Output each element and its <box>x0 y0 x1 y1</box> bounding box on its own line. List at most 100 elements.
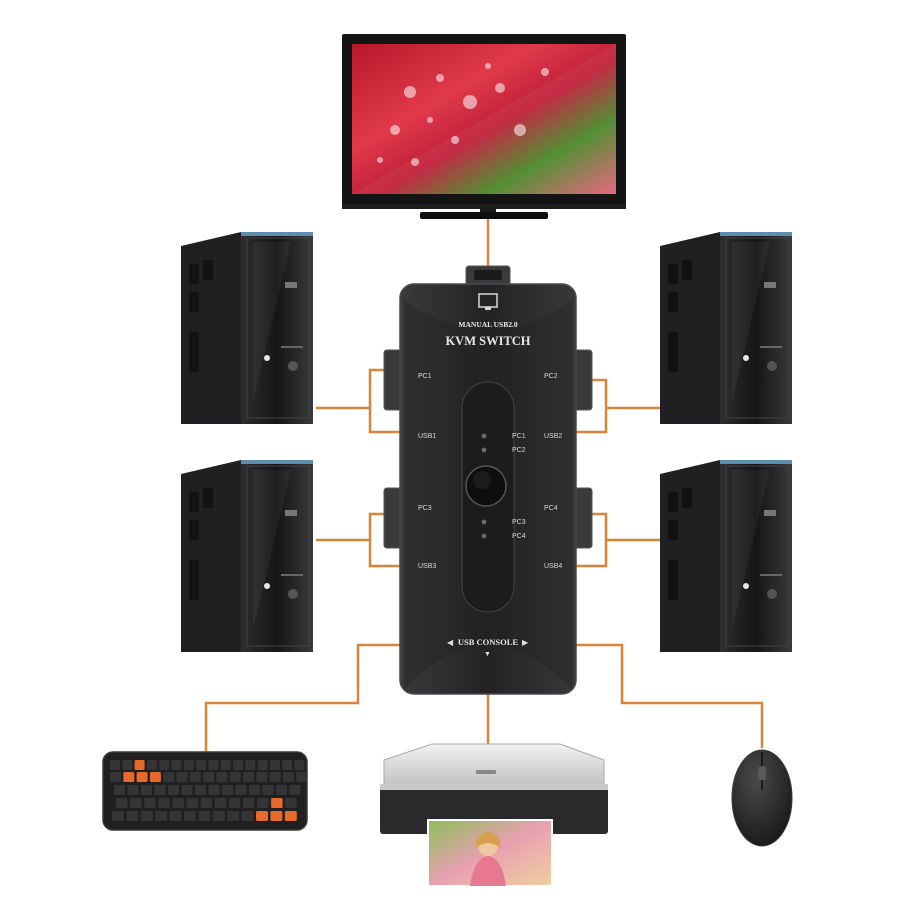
keyboard-key <box>269 772 281 782</box>
keyboard-key <box>126 811 139 821</box>
keyboard-key <box>257 760 268 770</box>
arrow-left-icon: ◀ <box>447 638 454 647</box>
keyboard-key <box>245 760 256 770</box>
keyboard-key <box>181 785 193 795</box>
keyboard-key <box>189 772 201 782</box>
keyboard-key <box>229 772 241 782</box>
port-label-right-1: PC2 <box>544 373 558 380</box>
keyboard-key <box>256 811 268 821</box>
keyboard-key <box>149 772 161 782</box>
keyboard-key <box>134 760 145 770</box>
keyboard-key <box>112 811 124 821</box>
pc-tower-icon <box>660 232 792 424</box>
keyboard-key <box>146 760 157 770</box>
keyboard-key <box>241 811 254 821</box>
cables <box>204 218 764 752</box>
keyboard-key <box>208 760 219 770</box>
cable-mouse <box>576 643 764 748</box>
monitor-icon <box>342 34 626 219</box>
mouse-icon <box>731 749 793 847</box>
keyboard-key <box>269 760 280 770</box>
keyboard-key <box>130 798 142 808</box>
led-label-pc2: PC2 <box>512 447 526 454</box>
keyboard-key <box>144 798 156 808</box>
keyboard-key <box>127 785 139 795</box>
keyboard-key <box>116 798 128 808</box>
port-label-left-1: PC1 <box>418 373 432 380</box>
keyboard-key <box>198 811 211 821</box>
keyboard-key <box>163 772 175 782</box>
keyboard-key <box>212 811 225 821</box>
keyboard-key <box>282 760 293 770</box>
keyboard-key <box>284 811 297 821</box>
keyboard-key <box>227 811 240 821</box>
keyboard-key <box>289 785 301 795</box>
port-label-left-2: USB1 <box>418 433 436 440</box>
keyboard-key <box>114 785 125 795</box>
keyboard-key <box>140 811 153 821</box>
keyboard-key <box>196 760 207 770</box>
keyboard-icon <box>102 751 308 831</box>
keyboard-key <box>256 772 268 782</box>
keyboard-key <box>136 772 148 782</box>
keyboard-key <box>270 811 283 821</box>
keyboard-key <box>168 785 179 795</box>
keyboard-key <box>228 798 241 808</box>
keyboard-key <box>214 798 227 808</box>
keyboard-key <box>141 785 152 795</box>
keyboard-key <box>271 798 283 808</box>
keyboard-key <box>159 760 170 770</box>
keyboard-key <box>257 798 269 808</box>
keyboard-key <box>208 785 220 795</box>
pc-tower-icon <box>181 232 313 424</box>
keyboard-key <box>123 772 135 782</box>
led-label-pc4: PC4 <box>512 533 526 540</box>
keyboard-key <box>169 811 182 821</box>
keyboard-key <box>233 760 243 770</box>
keyboard-key <box>242 798 255 808</box>
port-label-right-4: USB4 <box>544 563 562 570</box>
keyboard-key <box>216 772 228 782</box>
printer-icon <box>380 743 608 887</box>
keyboard-key <box>110 772 121 782</box>
keyboard-key <box>276 785 287 795</box>
keyboard-key <box>183 760 194 770</box>
switch-model-line: MANUAL USB2.0 <box>458 320 517 329</box>
keyboard-key <box>220 760 231 770</box>
keyboard-key <box>243 772 254 782</box>
port-label-right-3: PC4 <box>544 505 558 512</box>
keyboard-key <box>184 811 196 821</box>
switch-title: KVM SWITCH <box>445 334 530 348</box>
select-button-icon[interactable] <box>465 465 507 507</box>
keyboard-key <box>172 798 184 808</box>
arrow-right-icon: ▶ <box>522 638 529 647</box>
led-label-pc3: PC3 <box>512 519 526 526</box>
pc-tower-icon <box>181 460 313 652</box>
keyboard-key <box>294 760 305 770</box>
kvm-switch: MANUAL USB2.0 KVM SWITCH PC1 PC2 PC3 PC4… <box>383 265 593 695</box>
keyboard-key <box>154 785 166 795</box>
port-label-left-3: PC3 <box>418 505 432 512</box>
keyboard-key <box>155 811 168 821</box>
keyboard-key <box>171 760 182 770</box>
keyboard-key <box>110 760 120 770</box>
keyboard-key <box>285 798 297 808</box>
monitor-glyph-icon <box>478 293 498 310</box>
keyboard-key <box>203 772 215 782</box>
usb-console-label: USB CONSOLE <box>458 637 519 647</box>
arrow-down-icon: ▼ <box>484 651 491 658</box>
keyboard-key <box>122 760 133 770</box>
keyboard-key <box>158 798 170 808</box>
keyboard-key <box>262 785 274 795</box>
keyboard-key <box>282 772 294 782</box>
port-label-left-4: USB3 <box>418 563 436 570</box>
keyboard-key <box>176 772 188 782</box>
pc-tower-icon <box>660 460 792 652</box>
led-label-pc1: PC1 <box>512 433 526 440</box>
keyboard-key <box>296 772 308 782</box>
port-label-right-2: USB2 <box>544 433 562 440</box>
keyboard-key <box>186 798 198 808</box>
cable-keyboard <box>204 643 400 752</box>
keyboard-key <box>249 785 260 795</box>
